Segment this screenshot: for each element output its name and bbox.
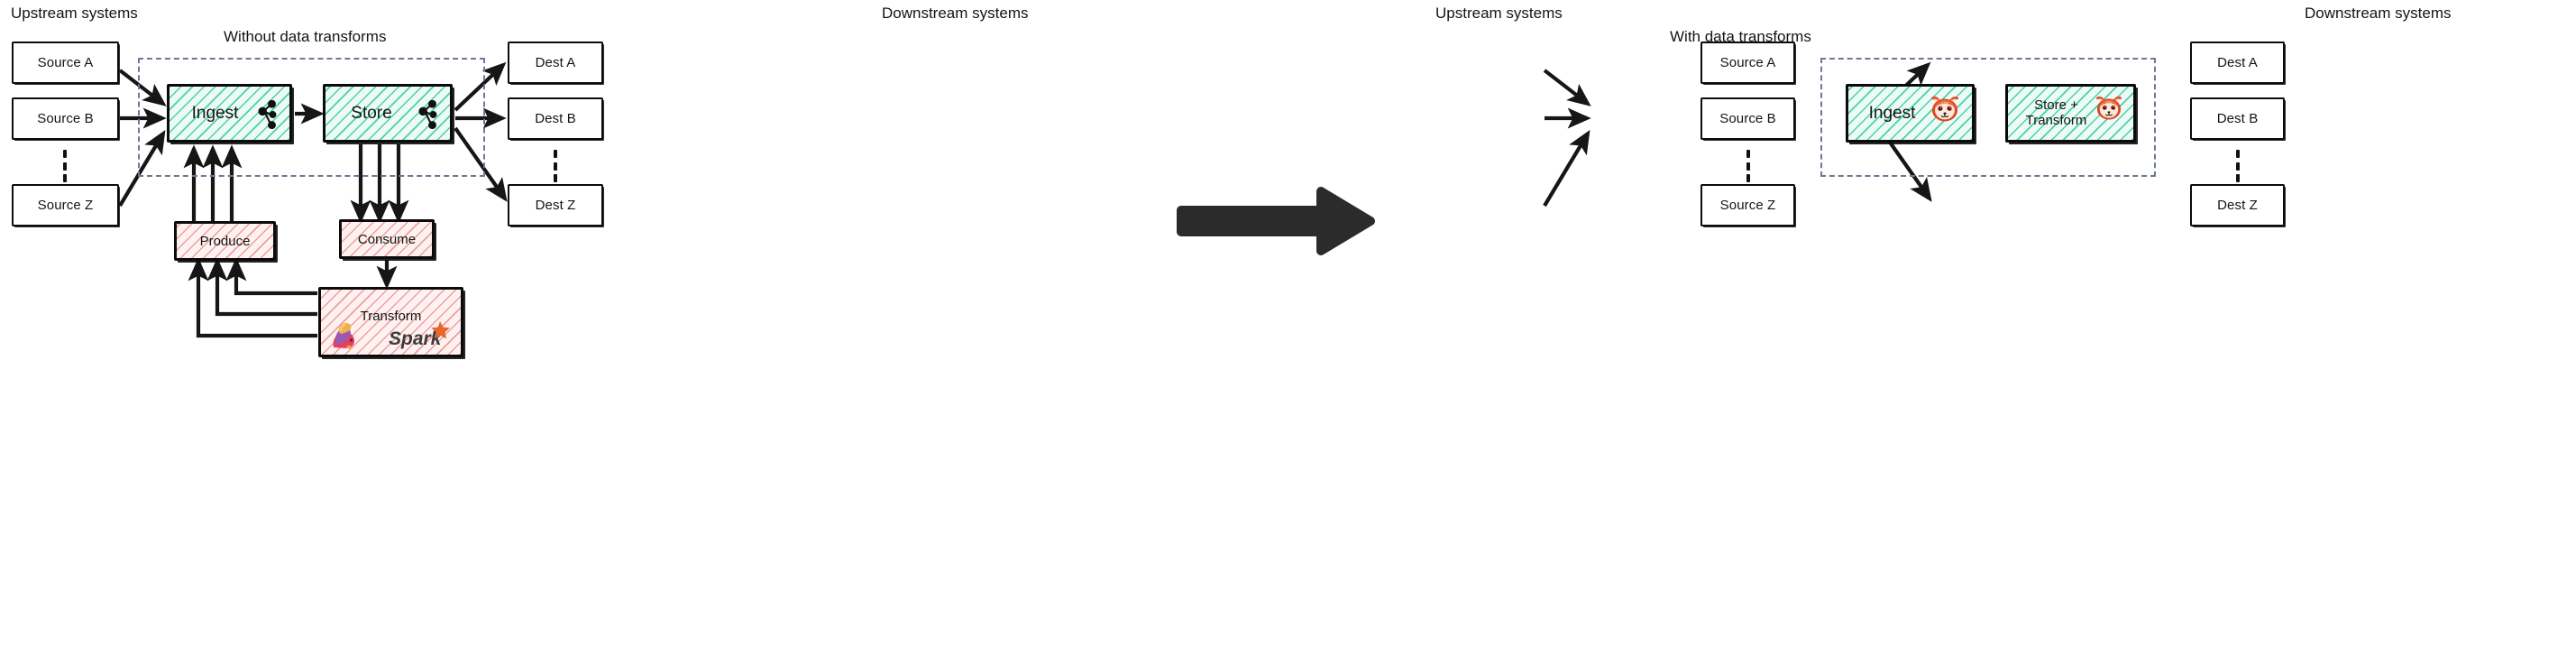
dest-continuation-dots-left bbox=[554, 150, 557, 182]
source-continuation-dots-right bbox=[1746, 150, 1750, 182]
upstream-heading-right: Upstream systems bbox=[1435, 5, 1563, 22]
dest-a-box-left[interactable]: Dest A bbox=[508, 42, 603, 84]
ingest-label-right: Ingest bbox=[1868, 103, 1916, 123]
consume-box[interactable]: Consume bbox=[339, 219, 435, 259]
apache-kafka-icon bbox=[416, 99, 439, 130]
produce-box[interactable]: Produce bbox=[174, 221, 276, 261]
apache-spark-icon: Spark bbox=[389, 319, 455, 350]
dest-z-label-left: Dest Z bbox=[535, 197, 576, 213]
store-label-left: Store bbox=[351, 103, 392, 123]
panel-subtitle-with: With data transforms bbox=[1670, 28, 1811, 45]
dest-a-label-left: Dest A bbox=[535, 54, 576, 70]
source-z-box-left[interactable]: Source Z bbox=[12, 184, 119, 226]
source-z-box-right[interactable]: Source Z bbox=[1701, 184, 1795, 226]
ingest-box-left[interactable]: Ingest bbox=[167, 84, 292, 143]
dest-a-box-right[interactable]: Dest A bbox=[2190, 42, 2285, 84]
dest-b-box-left[interactable]: Dest B bbox=[508, 97, 603, 140]
source-b-label-right: Source B bbox=[1719, 110, 1776, 126]
apache-kafka-icon bbox=[255, 99, 279, 130]
dest-z-box-left[interactable]: Dest Z bbox=[508, 184, 603, 226]
source-a-label-left: Source A bbox=[37, 54, 94, 70]
dest-b-box-right[interactable]: Dest B bbox=[2190, 97, 2285, 140]
source-a-box-right[interactable]: Source A bbox=[1701, 42, 1795, 84]
source-continuation-dots-left bbox=[63, 150, 67, 182]
store-transform-label-right: Store + Transform bbox=[2025, 97, 2087, 128]
upstream-heading-left: Upstream systems bbox=[11, 5, 138, 22]
platform-boundary-right bbox=[1820, 58, 2156, 177]
redpanda-icon bbox=[2094, 96, 2124, 121]
dest-z-box-right[interactable]: Dest Z bbox=[2190, 184, 2285, 226]
downstream-heading-right: Downstream systems bbox=[2305, 5, 2452, 22]
dest-b-label-left: Dest B bbox=[535, 110, 576, 126]
source-z-label-left: Source Z bbox=[37, 197, 94, 213]
panel-subtitle-without: Without data transforms bbox=[224, 28, 387, 45]
ingest-box-right[interactable]: Ingest bbox=[1846, 84, 1975, 143]
source-b-label-left: Source B bbox=[37, 110, 94, 126]
big-right-arrow bbox=[1177, 187, 1375, 255]
source-b-box-right[interactable]: Source B bbox=[1701, 97, 1795, 140]
transform-label: Transform bbox=[360, 309, 422, 324]
store-box-left[interactable]: Store bbox=[323, 84, 453, 143]
transform-box[interactable]: Transform Spark bbox=[318, 287, 463, 357]
source-b-box-left[interactable]: Source B bbox=[12, 97, 119, 140]
ingest-label-left: Ingest bbox=[191, 103, 239, 123]
apache-flink-icon bbox=[328, 320, 366, 351]
dest-z-label-right: Dest Z bbox=[2217, 197, 2258, 213]
spark-wordmark-text: Spark bbox=[389, 328, 443, 349]
store-transform-box-right[interactable]: Store + Transform bbox=[2005, 84, 2136, 143]
produce-label: Produce bbox=[199, 233, 251, 249]
dest-a-label-right: Dest A bbox=[2217, 54, 2258, 70]
dest-b-label-right: Dest B bbox=[2216, 110, 2259, 126]
consume-label: Consume bbox=[357, 231, 417, 247]
source-z-label-right: Source Z bbox=[1719, 197, 1776, 213]
dest-continuation-dots-right bbox=[2236, 150, 2240, 182]
redpanda-icon bbox=[1929, 96, 1961, 123]
source-a-label-right: Source A bbox=[1719, 54, 1776, 70]
downstream-heading-left: Downstream systems bbox=[882, 5, 1029, 22]
source-a-box-left[interactable]: Source A bbox=[12, 42, 119, 84]
platform-boundary-left bbox=[138, 58, 485, 177]
